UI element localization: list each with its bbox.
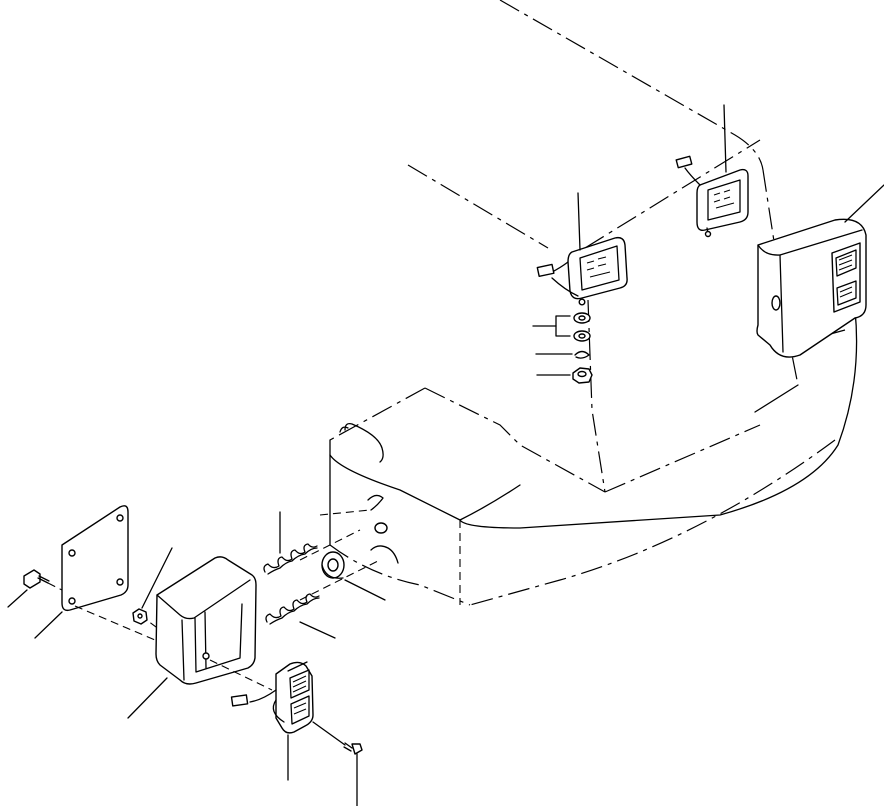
- spring-lower: [265, 593, 320, 625]
- vehicle-body-outline: [329, 0, 858, 606]
- fastener-stack: [532, 312, 593, 384]
- leader-lines: [577, 104, 884, 251]
- work-lamp-upper-right: [675, 155, 749, 238]
- screw-left: [7, 569, 63, 608]
- screw-bottom: [312, 721, 363, 806]
- nut-small: [132, 547, 173, 625]
- rear-combination-lamp-right: [756, 218, 867, 358]
- work-lamp-center: [536, 236, 628, 306]
- grommet: [321, 551, 345, 579]
- mounting-holes: [279, 494, 399, 639]
- spring-upper: [263, 543, 318, 575]
- mounting-plate: [34, 505, 129, 639]
- rear-lamp-unit: [209, 659, 314, 781]
